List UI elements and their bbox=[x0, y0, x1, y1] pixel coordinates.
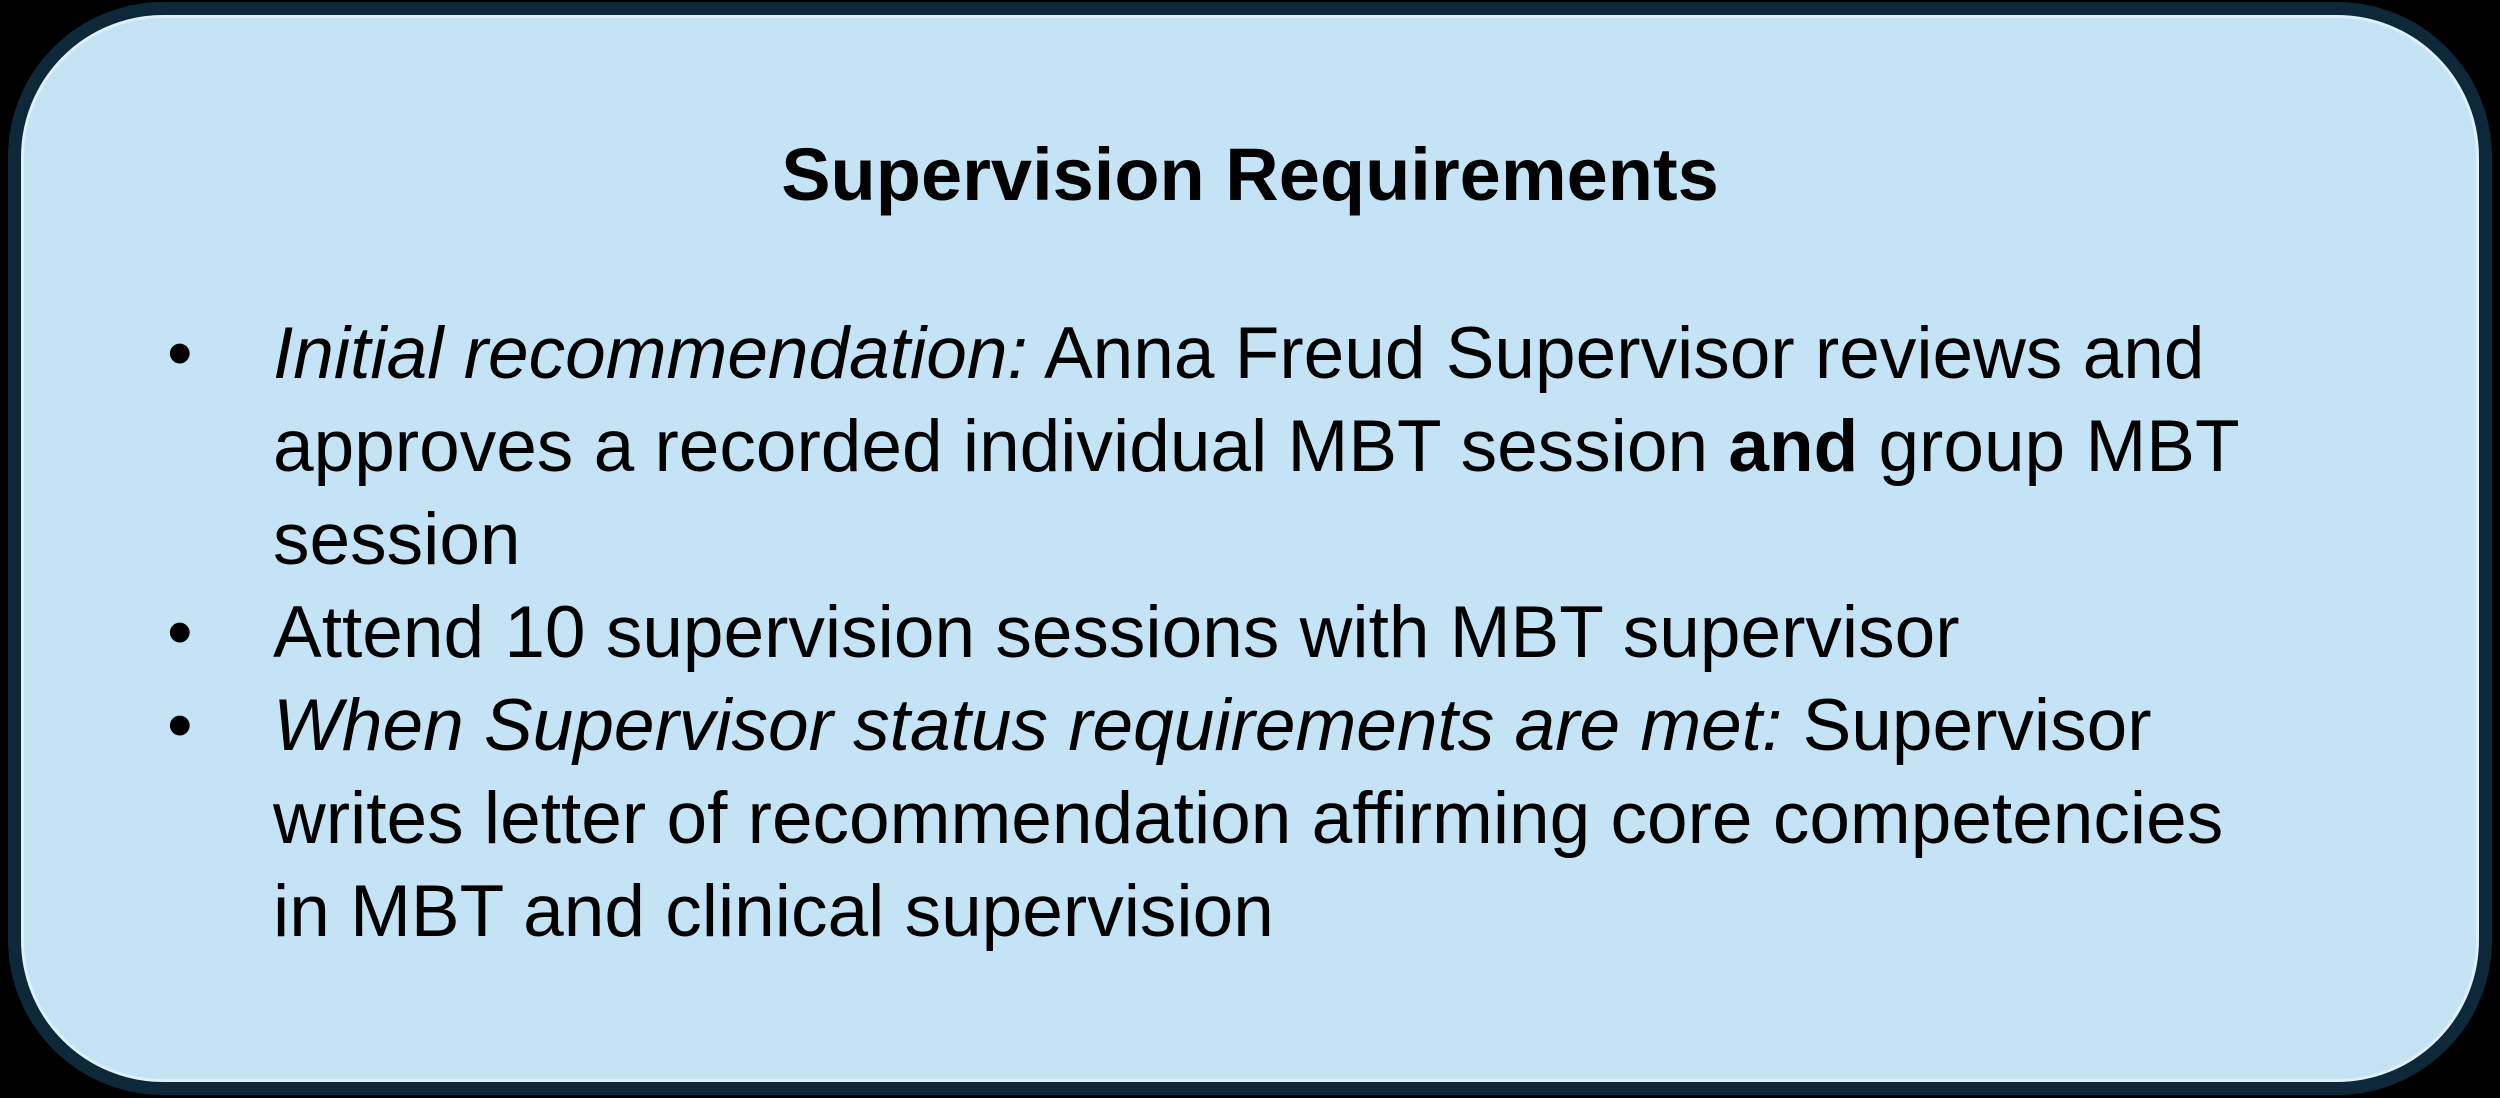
list-item-text: Attend 10 supervision sessions with MBT … bbox=[273, 592, 1960, 673]
bullet-list: • Initial recommendation: Anna Freud Supe… bbox=[21, 307, 2381, 958]
text-segment-normal: Supervisor writes letter of recommendati… bbox=[273, 685, 2224, 952]
list-item-text: When Supervisor status requirements are … bbox=[273, 685, 2223, 952]
text-segment-normal: Anna Freud Supervisor reviews and approv… bbox=[273, 313, 2205, 487]
list-item-text: Initial recommendation: Anna Freud Super… bbox=[273, 313, 2240, 580]
list-item: • When Supervisor status requirements are… bbox=[21, 679, 2381, 958]
supervision-requirements-card: Supervision Requirements • Initial recomm… bbox=[8, 2, 2492, 1095]
text-segment-italic: Initial recommendation: bbox=[273, 313, 1028, 394]
text-segment-italic: When Supervisor status requirements are … bbox=[273, 685, 1783, 766]
text-segment-bold: and bbox=[1728, 406, 1859, 487]
list-item: • Attend 10 supervision sessions with MBT… bbox=[21, 586, 2381, 679]
card-title: Supervision Requirements bbox=[781, 133, 1719, 216]
text-segment-normal: group MBT session bbox=[273, 406, 2240, 580]
list-item: • Initial recommendation: Anna Freud Supe… bbox=[21, 307, 2381, 586]
bullet-icon: • bbox=[167, 313, 193, 394]
bullet-icon: • bbox=[167, 685, 193, 766]
text-segment-normal: Attend 10 supervision sessions with MBT … bbox=[273, 592, 1960, 673]
bullet-icon: • bbox=[167, 592, 193, 673]
